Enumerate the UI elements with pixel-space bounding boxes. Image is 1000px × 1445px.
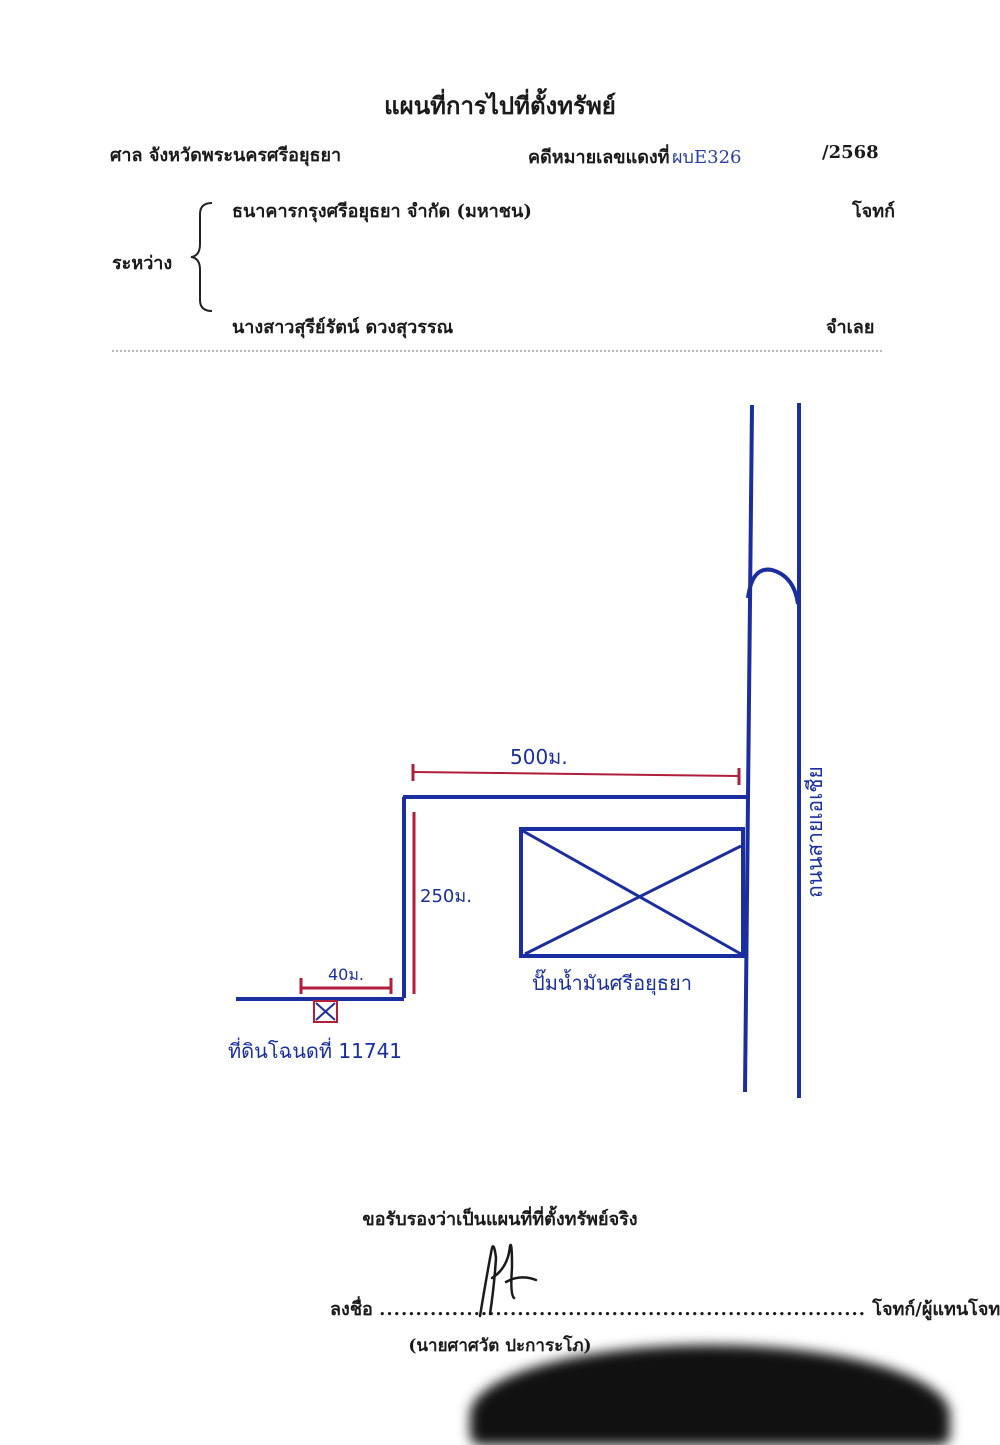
u-turn-icon xyxy=(746,567,800,605)
certification-statement: ขอรับรองว่าเป็นแผนที่ที่ตั้งทรัพย์จริง xyxy=(362,1209,638,1230)
defendant-role: จำเลย xyxy=(826,317,875,338)
parcel-cross-b xyxy=(315,1002,336,1021)
parcel-label: ที่ดินโฉนดที่ 11741 xyxy=(228,1037,402,1063)
building-cross-b xyxy=(524,844,742,956)
road-label: ถนนสายเอเชีย xyxy=(803,766,827,898)
case-label: คดีหมายเลขแดงที่ xyxy=(528,147,670,168)
case-year: /2568 xyxy=(822,142,879,163)
dimension-short-label: 40ม. xyxy=(328,965,364,984)
building-box xyxy=(519,827,745,958)
header-divider xyxy=(112,350,882,352)
location-sketch: 500ม. 250ม. 40ม. ที่ดินโฉนดที่ 11741 ปั๊… xyxy=(228,403,827,1098)
defendant-name: นางสาวสุรีย์รัตน์ ดวงสุวรรณ xyxy=(232,317,454,338)
sign-role: โจทก์/ผู้แทนโจทก์ xyxy=(872,1299,1000,1320)
page-title: แผนที่การไปที่ตั้งทรัพย์ xyxy=(384,91,616,120)
case-code: ผบE326 xyxy=(672,147,742,168)
parcel-marker xyxy=(313,1000,338,1023)
brace-icon xyxy=(190,202,213,312)
dimension-top-label: 500ม. xyxy=(510,745,568,769)
signature-row: ลงชื่อ .................................… xyxy=(330,1294,1000,1323)
plaintiff-name: ธนาคารกรุงศรีอยุธยา จำกัด (มหาชน) xyxy=(232,201,532,222)
between-label: ระหว่าง xyxy=(112,253,173,274)
building-label: ปั๊มน้ำมันศรีอยุธยา xyxy=(532,968,692,996)
signature-mark xyxy=(478,1243,538,1318)
plaintiff-role: โจทก์ xyxy=(852,201,895,222)
sign-label: ลงชื่อ xyxy=(330,1299,373,1320)
dimension-side-label: 250ม. xyxy=(420,886,472,907)
road-left-edge xyxy=(743,404,754,1093)
signer-name: (นายศาศวัต ปะการะโภ) xyxy=(408,1336,592,1356)
building-cross-a xyxy=(522,829,742,956)
dimension-top-line xyxy=(412,771,740,777)
court-name: ศาล จังหวัดพระนครศรีอยุธยา xyxy=(110,145,342,166)
signature-line: ........................................… xyxy=(379,1299,867,1320)
